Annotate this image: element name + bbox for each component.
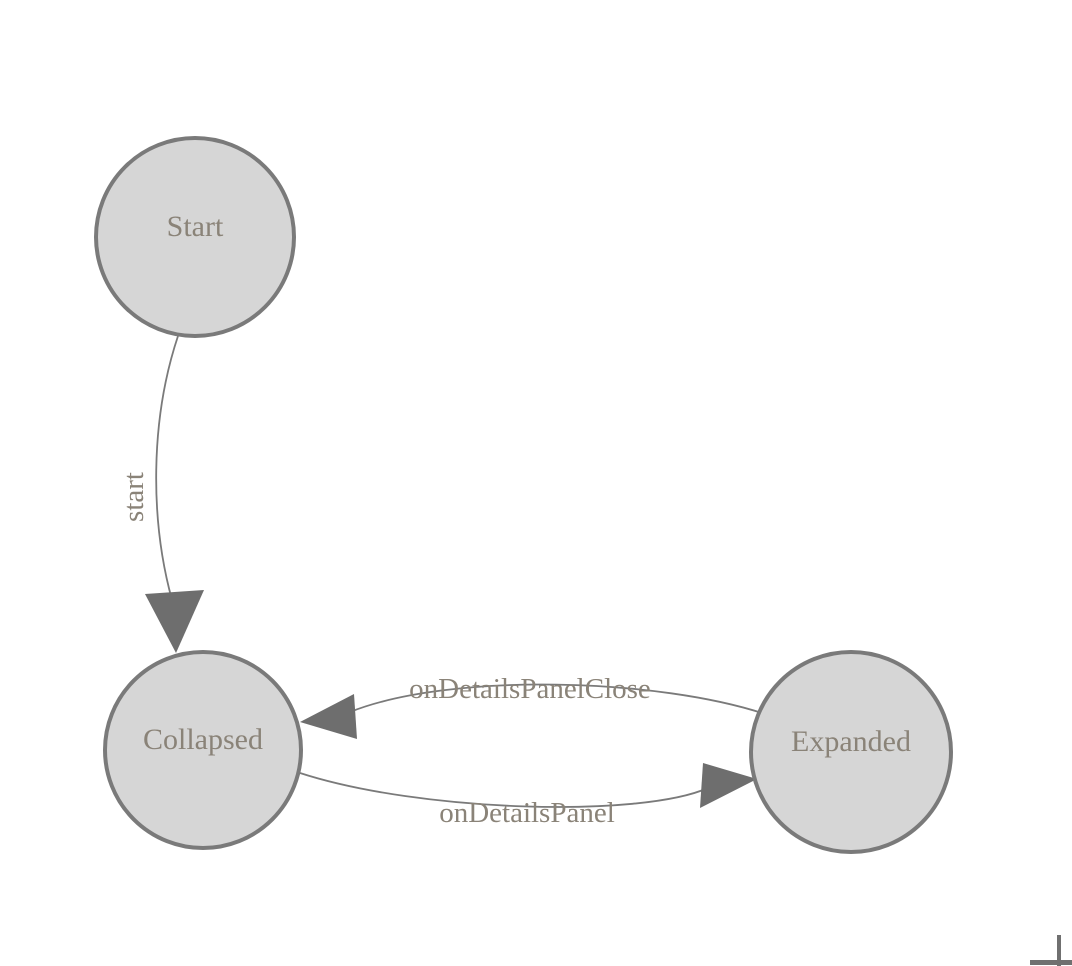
- node-start-circle: [94, 136, 296, 338]
- node-collapsed-label: Collapsed: [143, 723, 263, 756]
- edge-path-collapsed-to-expanded: [299, 772, 709, 808]
- edge-path-expanded-to-collapsed: [349, 683, 769, 716]
- corner-vertical-edge: [1057, 935, 1061, 966]
- node-collapsed-circle: [103, 650, 303, 850]
- edge-path-start-to-collapsed: [155, 335, 179, 601]
- node-expanded[interactable]: Expanded: [749, 650, 953, 854]
- arrowhead-into-collapsed-right: [300, 694, 357, 739]
- arrowhead-into-collapsed-top: [145, 590, 204, 653]
- corner-horizontal-edge: [1030, 960, 1072, 965]
- edge-label-on-details-panel-close: onDetailsPanelClose: [409, 673, 651, 705]
- clipped-container-corner: [1030, 935, 1072, 966]
- edge-collapsed-to-expanded[interactable]: [299, 763, 757, 808]
- edge-label-on-details-panel: onDetailsPanel: [439, 797, 615, 829]
- node-start-label: Start: [167, 210, 224, 243]
- arrowhead-into-expanded-left: [700, 763, 757, 808]
- node-expanded-circle: [749, 650, 953, 854]
- edge-expanded-to-collapsed[interactable]: [300, 683, 769, 739]
- edge-start-to-collapsed[interactable]: [145, 335, 204, 653]
- node-collapsed[interactable]: Collapsed: [103, 650, 303, 850]
- node-start[interactable]: Start: [94, 136, 296, 338]
- node-expanded-label: Expanded: [791, 725, 911, 758]
- edge-label-start: start: [118, 472, 150, 522]
